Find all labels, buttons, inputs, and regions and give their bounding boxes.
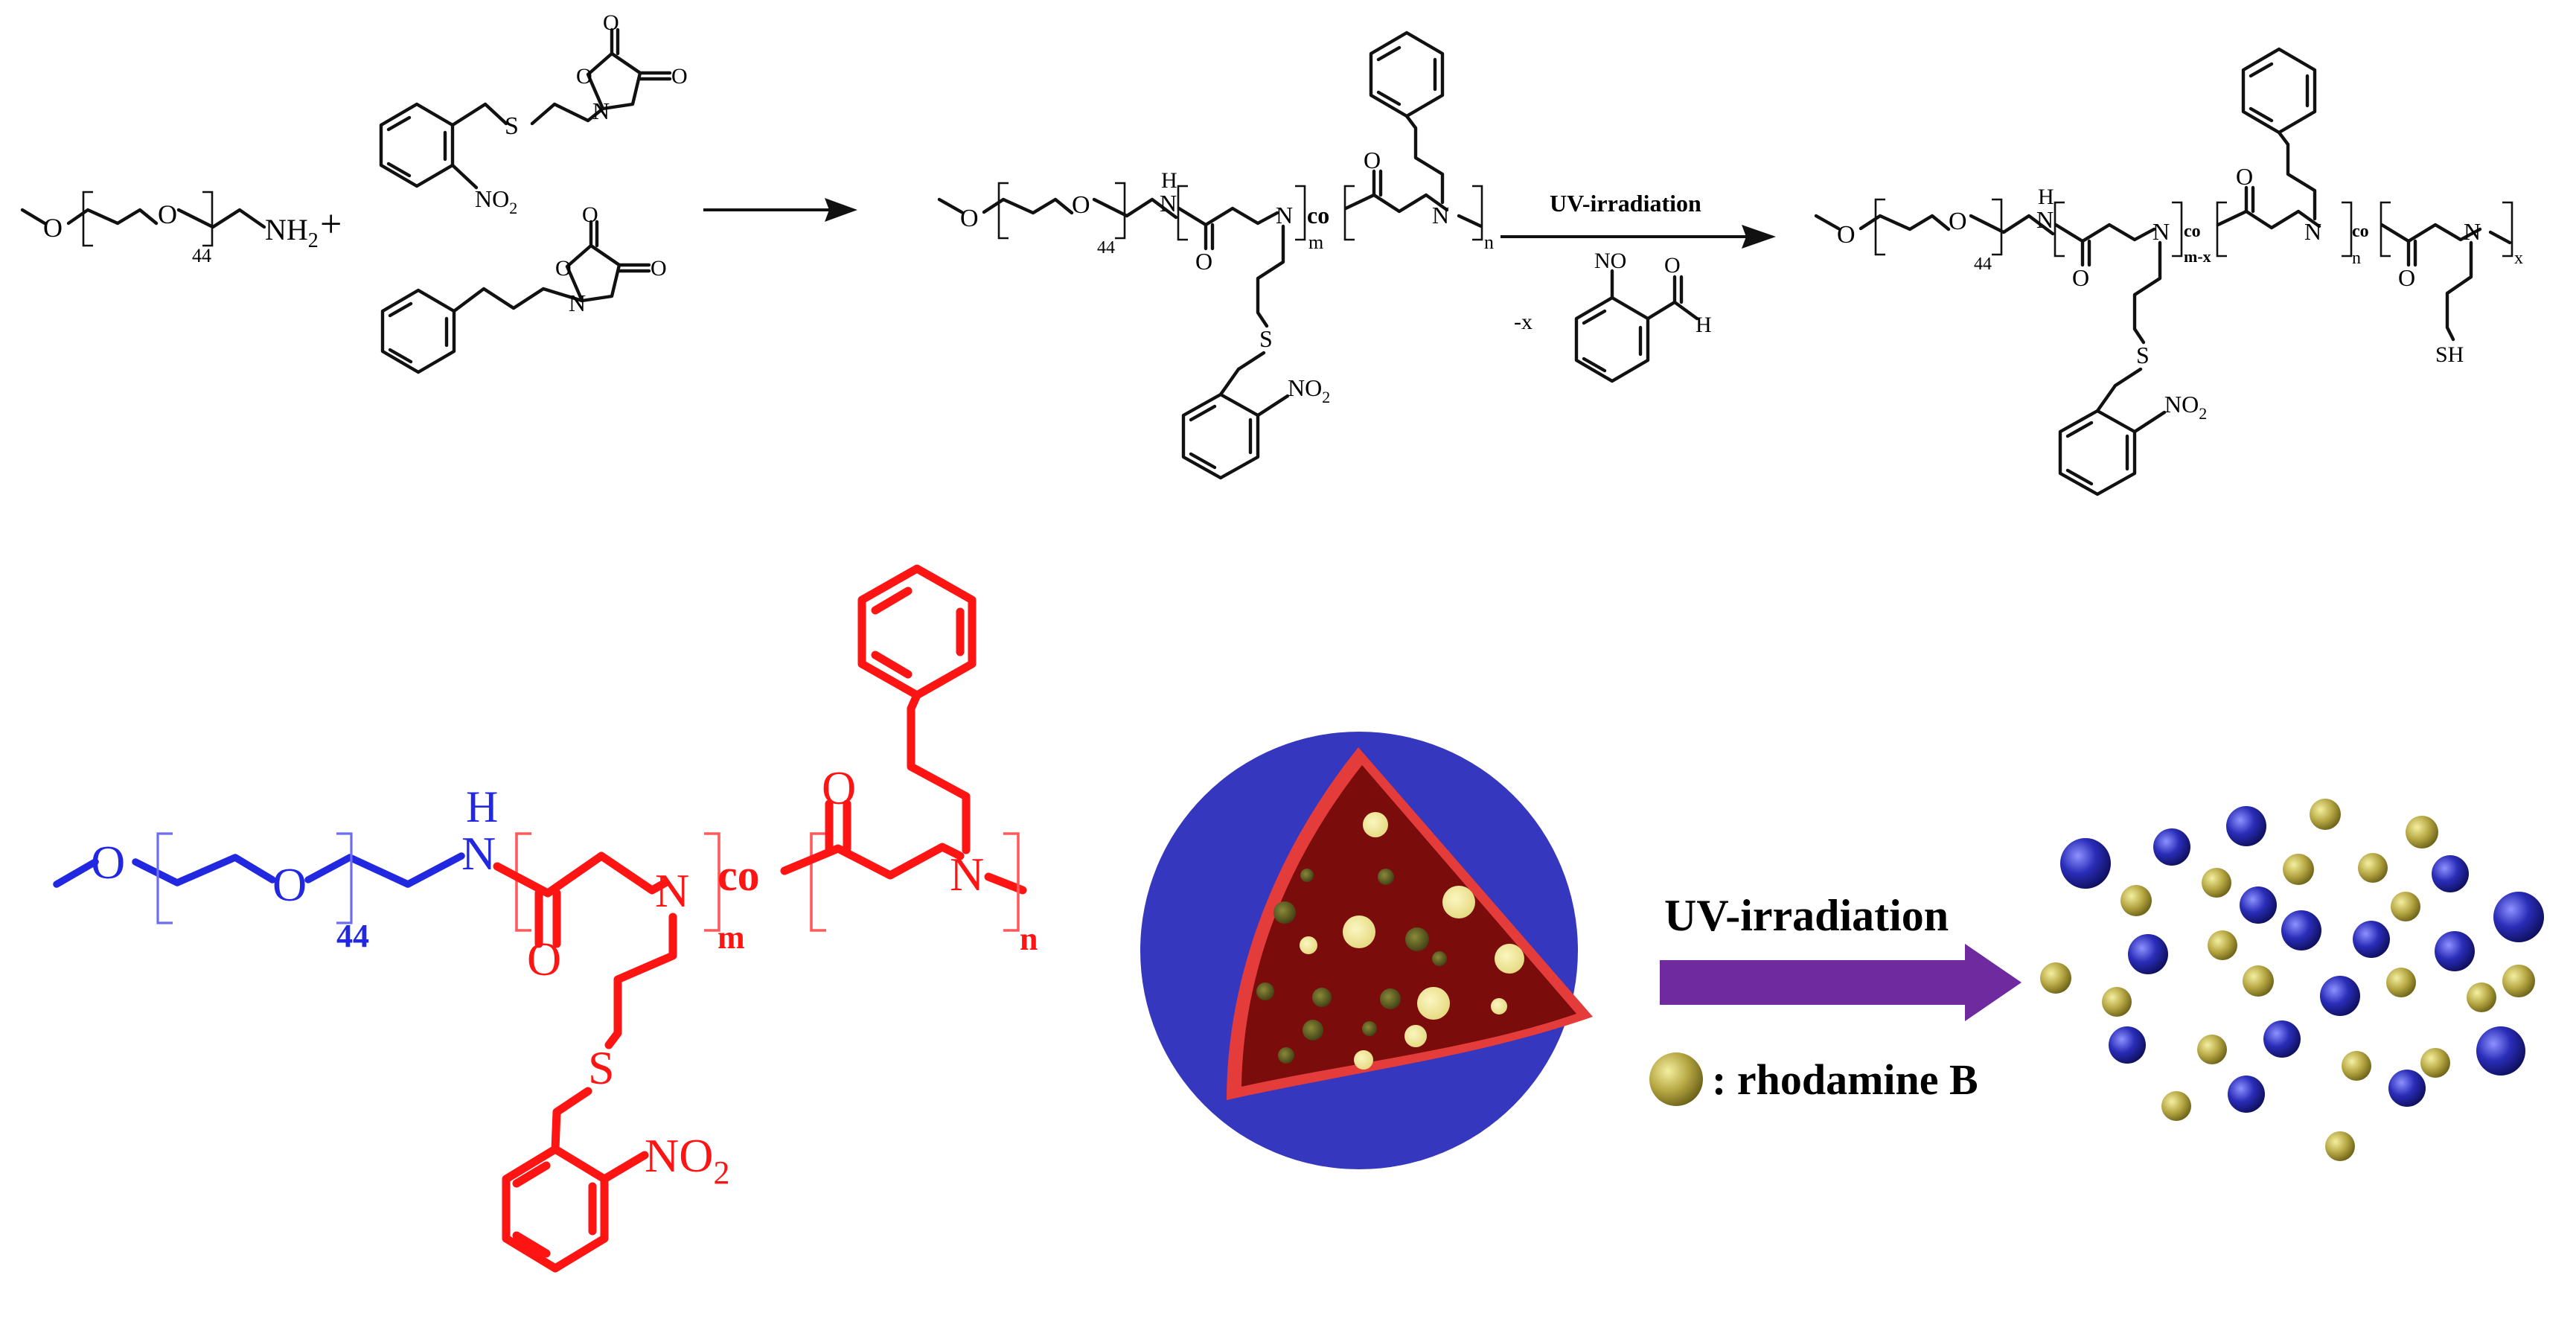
repeat-subscript: 44	[1097, 238, 1115, 258]
atom-label: N	[592, 98, 610, 124]
atom-label: O	[1072, 191, 1090, 219]
atom-label: O	[1195, 248, 1212, 275]
atom-label: O	[555, 256, 572, 281]
nitro-label: NO2	[475, 185, 517, 217]
atom-label: NO	[1594, 249, 1626, 273]
repeat-subscript: n	[1020, 921, 1038, 957]
atom-label: N	[1160, 190, 1177, 217]
copolymer-label: co	[717, 851, 760, 900]
atom-label: O	[671, 64, 688, 89]
atom-label: O	[1949, 208, 1967, 235]
encapsulated-dye-particles	[1256, 812, 1524, 1070]
atom-label: O	[1837, 221, 1856, 249]
atom-label: S	[1259, 325, 1273, 352]
uv-reaction-arrow: UV-irradiation	[1500, 190, 1776, 249]
atom-label: O	[960, 205, 979, 232]
amide-hydrogen-label: H	[466, 782, 498, 831]
atom-label: N	[2304, 218, 2321, 245]
legend-label: : rhodamine B	[1712, 1055, 1978, 1104]
uv-label: UV-irradiation	[1550, 190, 1701, 217]
rhodamine-legend-marker	[1649, 1052, 1703, 1106]
reaction-arrow-1	[703, 198, 857, 222]
highlighted-polymer: O O 44 H N O N m co S NO2 O N n	[53, 564, 1038, 1273]
released-particles	[2040, 799, 2544, 1161]
sulfur-label: S	[588, 1041, 615, 1094]
nitro-label: NO2	[645, 1129, 729, 1191]
atom-label: S	[2136, 342, 2150, 368]
carbonyl-oxygen-label: O	[822, 761, 856, 814]
nca-monomer-2: N O O O	[380, 202, 667, 374]
atom-label: O	[576, 64, 592, 89]
atom-label: S	[505, 112, 519, 140]
repeat-subscript: m	[717, 919, 745, 956]
reactant-mpeg-amine: O O 44 NH2	[20, 191, 319, 266]
byproduct-nitrosobenzaldehyde: -x NO O H	[1514, 249, 1712, 383]
atom-label: N	[2036, 206, 2054, 233]
carbonyl-oxygen-label: O	[527, 933, 561, 985]
repeat-subscript: n	[1484, 231, 1494, 253]
atom-label: O	[582, 202, 598, 227]
repeat-subscript: n	[2352, 249, 2361, 268]
atom-label: N	[2152, 218, 2170, 245]
thiol-label: SH	[2435, 342, 2464, 367]
atom-label: O	[2398, 264, 2415, 291]
nitro-label: NO2	[1288, 374, 1330, 406]
atom-label: H	[1161, 168, 1177, 193]
peg-oxygen-label: O	[91, 836, 125, 889]
repeat-subscript: m	[1308, 231, 1323, 253]
atom-label: N	[1276, 202, 1293, 229]
polymer-2: O O 44 H N O N m-x co S NO2 O N n co	[1814, 47, 2523, 496]
copolymer-label: co	[1307, 202, 1329, 229]
amide-nitrogen-label: N	[461, 827, 496, 880]
peg-oxygen-label: O	[272, 858, 307, 911]
peg-repeat-subscript: 44	[336, 918, 369, 954]
uv-label: UV-irradiation	[1664, 891, 1949, 940]
repeat-subscript: x	[2514, 249, 2523, 268]
amine-label: NH2	[265, 213, 319, 252]
atom-label: N	[1432, 202, 1449, 229]
repeat-subscript: m-x	[2184, 247, 2211, 266]
repeat-subscript: 44	[192, 245, 211, 266]
backbone-nitrogen-label: N	[950, 848, 984, 901]
atom-label: H	[1696, 313, 1712, 337]
polymer-1: O O 44 H N O N m co S NO2 O N n	[937, 31, 1494, 480]
atom-label: O	[158, 199, 177, 229]
backbone-nitrogen-label: N	[655, 864, 689, 917]
atom-label: O	[1664, 253, 1681, 278]
stoichiometry-label: -x	[1514, 310, 1533, 334]
atom-label: O	[651, 256, 667, 281]
atom-label: N	[2464, 218, 2481, 245]
micelle-uv-step: UV-irradiation : rhodamine B	[1649, 891, 2022, 1106]
copolymer-label: co	[2184, 222, 2201, 241]
atom-label: H	[2038, 185, 2054, 209]
purple-arrow	[1660, 944, 2022, 1021]
atom-label: O	[2236, 163, 2253, 190]
repeat-subscript: 44	[1974, 255, 1992, 274]
atom-label: O	[1364, 147, 1381, 173]
nitro-label: NO2	[2164, 391, 2207, 423]
copolymer-label: co	[2352, 222, 2369, 241]
nca-monomer-1: S NO2 N O O O	[379, 10, 688, 217]
plus-sign: +	[320, 203, 342, 246]
micelle-cross-section	[1140, 732, 1593, 1169]
atom-label: O	[43, 213, 63, 243]
atom-label: N	[569, 290, 586, 316]
atom-label: O	[603, 10, 619, 35]
atom-label: O	[2072, 264, 2089, 291]
